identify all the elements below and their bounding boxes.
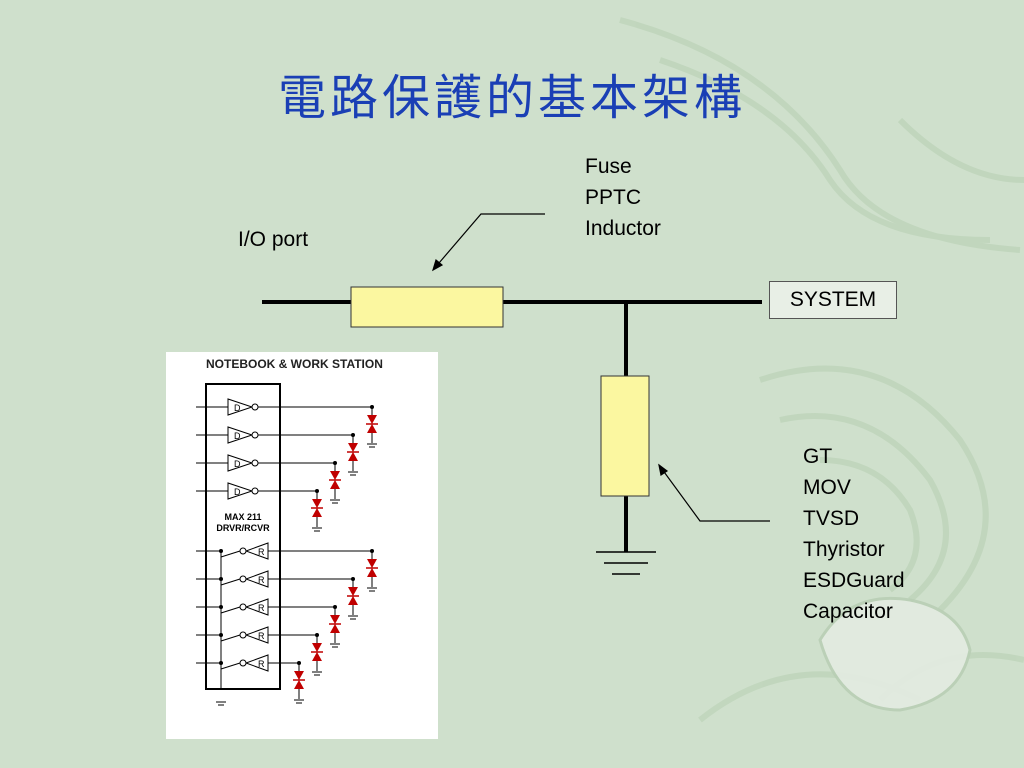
series-device-label: Fuse [585, 155, 632, 178]
receiver-label: R [258, 631, 265, 641]
receiver-buffer [244, 570, 269, 588]
shunt-device [600, 375, 650, 497]
shunt-device-label: Capacitor [803, 600, 893, 623]
driver-buffer [227, 426, 254, 444]
tvs-diode [294, 671, 304, 680]
series-device [350, 286, 504, 328]
receiver-buffer [244, 654, 269, 672]
tvs-diode [367, 559, 377, 568]
driver-label: D [234, 431, 241, 441]
series-arrow [432, 213, 545, 272]
receiver-label: R [258, 547, 265, 557]
receiver-label: R [258, 575, 265, 585]
receiver-buffer [244, 542, 269, 560]
driver-label: D [234, 487, 241, 497]
ic-desc: DRVR/RCVR [216, 523, 270, 533]
shunt-device-label: GT [803, 445, 833, 468]
page-title: 電路保護的基本架構 [277, 70, 746, 126]
driver-buffer [227, 398, 254, 416]
driver-buffer [227, 454, 254, 472]
tvs-diode [312, 499, 322, 508]
tvs-diode [312, 643, 322, 652]
shunt-device-label: MOV [803, 476, 851, 499]
chip-schematic-panel: NOTEBOOK & WORK STATION MAX 211 DRVR/RCV… [166, 352, 438, 739]
tvs-diode [330, 471, 340, 480]
series-device-label: PPTC [585, 186, 642, 209]
ground-symbol [596, 551, 656, 575]
ic-body [205, 383, 281, 690]
shunt-device-label: ESDGuard [803, 569, 905, 592]
shunt-device-label: Thyristor [803, 538, 885, 561]
chip-schematic: NOTEBOOK & WORK STATION MAX 211 DRVR/RCV… [196, 357, 383, 706]
series-device-label: Inductor [585, 217, 661, 240]
tvs-diode [348, 443, 358, 452]
shunt-devices-list: GT MOV TVSD Thyristor ESDGuard Capacitor [803, 441, 905, 627]
io-port-label: I/O port [238, 228, 309, 251]
driver-buffer [227, 482, 254, 500]
tvs-diode [367, 415, 377, 424]
system-box: SYSTEM [769, 281, 897, 319]
driver-label: D [234, 403, 241, 413]
receiver-buffer [244, 626, 269, 644]
receiver-label: R [258, 659, 265, 669]
receiver-buffer [244, 598, 269, 616]
chip-panel-header: NOTEBOOK & WORK STATION [206, 357, 383, 371]
ic-name: MAX 211 [224, 512, 261, 522]
receiver-label: R [258, 603, 265, 613]
driver-label: D [234, 459, 241, 469]
series-devices-list: Fuse PPTC Inductor [585, 151, 661, 244]
shunt-device-label: TVSD [803, 507, 860, 530]
tvs-diode [330, 615, 340, 624]
shunt-arrow [658, 463, 770, 522]
tvs-diode [348, 587, 358, 596]
